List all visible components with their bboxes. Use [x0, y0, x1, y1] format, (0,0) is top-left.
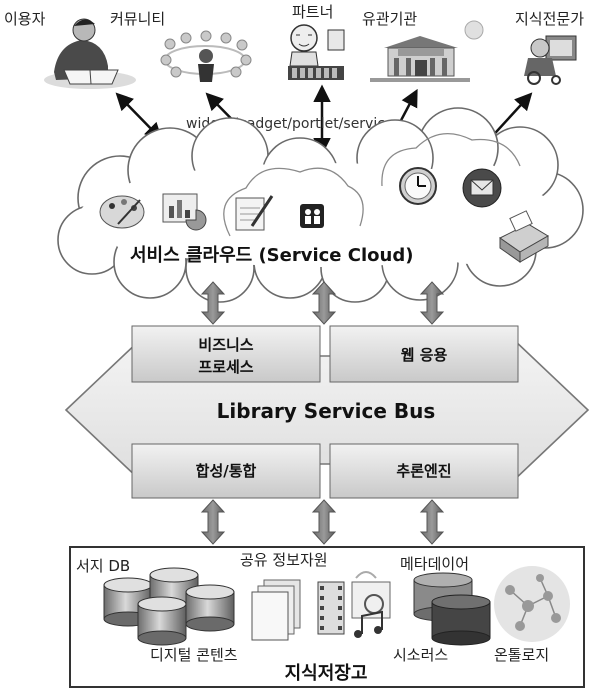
repository-title: 지식저장고: [285, 663, 368, 684]
actor-expert-label: 지식전문가: [515, 10, 584, 28]
ontology-label: 온톨로지: [494, 646, 549, 664]
metadata-cylinders: [413, 572, 491, 646]
actor-expert: 지식전문가: [515, 10, 584, 85]
composition-label: 합성/통합: [196, 462, 257, 480]
people-circle-icon: [160, 30, 252, 82]
document-stack-icon: [251, 579, 301, 641]
actor-agency-label: 유관기관: [362, 10, 417, 28]
shared-info-label: 공유 정보자원: [240, 551, 328, 569]
digital-content-label: 디지털 콘텐츠: [150, 646, 238, 664]
reading-person-icon: [44, 18, 136, 89]
thesaurus-label: 시소러스: [393, 646, 448, 664]
inference-box: [329, 443, 519, 499]
actor-user-label: 이용자: [4, 10, 46, 28]
cloud-bus-arrows: [200, 281, 445, 325]
actor-community-label: 커뮤니티: [110, 10, 165, 28]
service-cloud: 서비스 클라우드 (Service Cloud): [57, 107, 584, 303]
knowledge-repository: 서지 DB 공유 정보자원 메타데이어 디지털 콘텐츠 시소러스 온톨로지 지식…: [69, 546, 585, 688]
actor-partner-label: 파트너: [292, 3, 333, 21]
actor-user: 이용자: [4, 10, 136, 89]
chart-icon: [162, 193, 207, 231]
web-app-box: [329, 325, 519, 383]
business-process-box: [131, 325, 321, 383]
library-building-icon: [370, 20, 484, 82]
notepad-icon: [235, 195, 274, 231]
business-process-label-line1: 비즈니스: [198, 336, 253, 354]
inference-label: 추론엔진: [396, 462, 451, 480]
expert-at-computer-icon: [524, 35, 577, 85]
bus-repo-arrows: [200, 499, 445, 545]
web-app-label: 웹 응용: [401, 346, 448, 364]
fax-icon: [499, 210, 549, 263]
composition-box: [131, 443, 321, 499]
ontology-graph-icon: [494, 566, 570, 642]
film-strip-icon: [317, 581, 345, 635]
mail-icon: [462, 168, 502, 208]
metadata-label: 메타데이어: [400, 555, 469, 573]
actor-partner: 파트너: [288, 3, 345, 80]
media-icon: [351, 571, 391, 638]
person-with-books-icon: [288, 24, 345, 80]
bus-title: Library Service Bus: [217, 399, 436, 423]
clock-icon: [399, 167, 437, 205]
bib-db-cylinders: [103, 567, 235, 646]
actor-agency: 유관기관: [362, 10, 484, 82]
cloud-title: 서비스 클라우드 (Service Cloud): [130, 245, 413, 266]
bib-db-label: 서지 DB: [76, 557, 130, 575]
myspace-icon: [300, 204, 324, 228]
actor-community: 커뮤니티: [110, 10, 252, 82]
palette-icon: [99, 195, 145, 229]
business-process-label-line2: 프로세스: [198, 358, 253, 376]
library-service-bus: 비즈니스 프로세스 웹 응용 Library Service Bus 합성/통합…: [64, 325, 590, 499]
